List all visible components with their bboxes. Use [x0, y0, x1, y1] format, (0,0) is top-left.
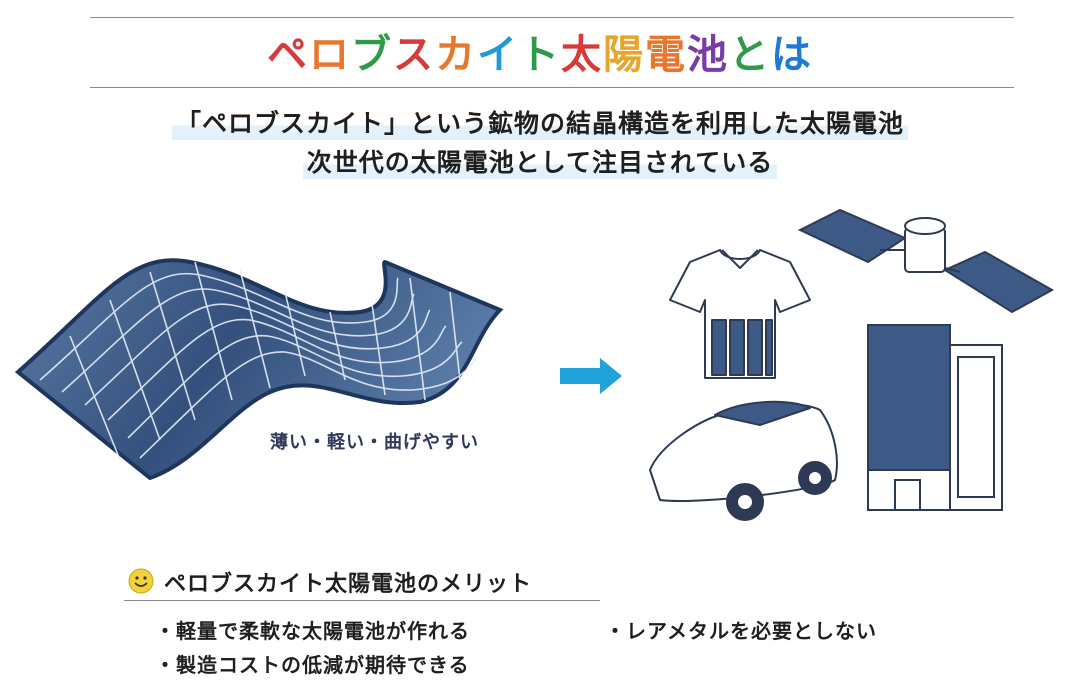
- satellite-icon: [797, 208, 1055, 314]
- title-char: ペ: [267, 32, 309, 78]
- smiley-icon: [128, 568, 154, 594]
- merit-item-1: ・軽量で柔軟な太陽電池が作れる: [155, 619, 470, 643]
- title-char: ス: [393, 32, 435, 78]
- subtitle-line-1: 「ペロブスカイト」という鉱物の結晶構造を利用した太陽電池: [0, 108, 1080, 140]
- t-shirt-icon: [669, 249, 811, 379]
- merit-item-3: ・レアメタルを必要としない: [605, 619, 877, 643]
- title-char: ブ: [351, 32, 393, 78]
- merits-heading: ペロブスカイト太陽電池のメリット: [164, 572, 533, 597]
- flexible-solar-panel: [14, 258, 504, 481]
- title-char: ト: [519, 32, 561, 78]
- arrow-right-icon: [560, 358, 622, 394]
- title-char: カ: [435, 32, 477, 78]
- title-underline: [90, 87, 1014, 88]
- title-char: 陽: [603, 32, 645, 78]
- title-char: と: [729, 32, 771, 78]
- title-char: 太: [561, 32, 603, 78]
- subtitle-line-2: 次世代の太陽電池として注目されている: [0, 147, 1080, 179]
- title-char: ロ: [309, 32, 351, 78]
- title-char: 池: [687, 32, 729, 78]
- buildings-icon: [867, 324, 1003, 511]
- page-title: ペロブスカイト太陽電池とは: [0, 30, 1080, 80]
- merit-item-2: ・製造コストの低減が期待できる: [155, 653, 470, 677]
- merits-heading-bar: ペロブスカイト太陽電池のメリット: [124, 564, 600, 601]
- title-char: 電: [645, 32, 687, 78]
- title-char: は: [771, 32, 813, 78]
- title-char: イ: [477, 32, 519, 78]
- panel-caption: 薄い・軽い・曲げやすい: [270, 432, 479, 453]
- car-icon: [649, 400, 838, 521]
- top-rule: [90, 17, 1014, 18]
